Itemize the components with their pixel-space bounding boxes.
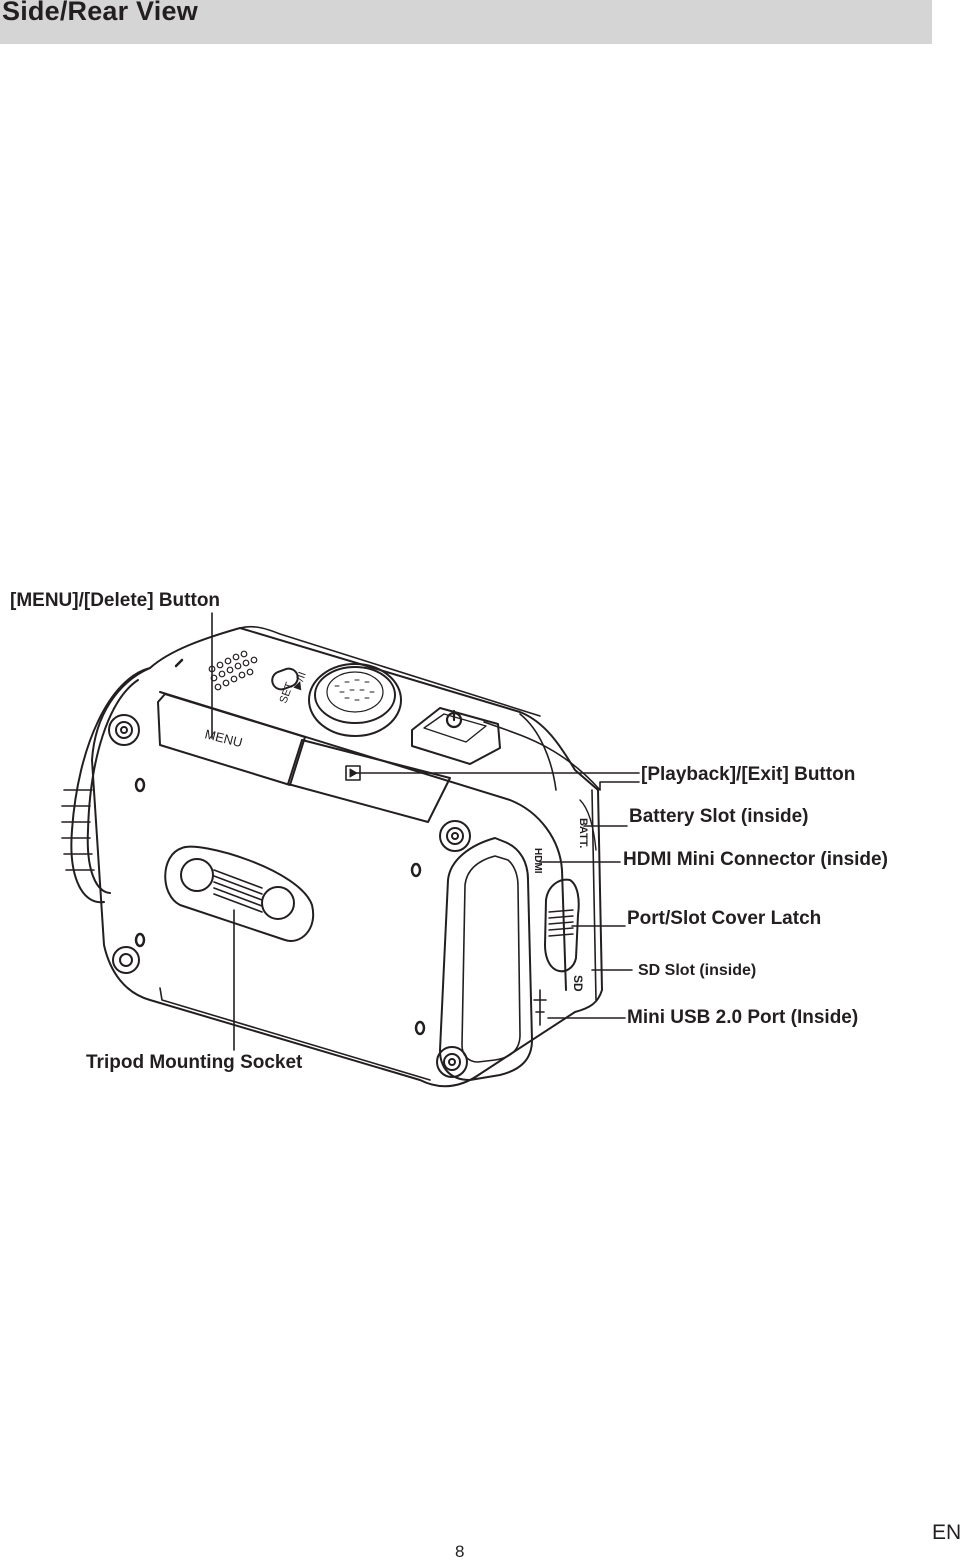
- camera-side-rear-diagram: BATT. HDMI SD MENU SET ▶/II: [61, 612, 640, 1088]
- section-title: Side/Rear View: [2, 0, 198, 26]
- screw-top-left: [108, 714, 140, 746]
- hdmi-port-label: HDMI: [532, 848, 543, 874]
- callout-menu-delete-button: [MENU]/[Delete] Button: [10, 590, 221, 611]
- usb-icon: [533, 989, 547, 1026]
- callout-battery-slot: Battery Slot (inside): [629, 806, 809, 827]
- screw-bottom-left: [112, 946, 140, 974]
- nav-key-label: ▶/II: [292, 670, 309, 691]
- side-panel: [439, 837, 533, 1081]
- screw-bottom-right: [436, 1046, 468, 1078]
- batt-port-label: BATT.: [577, 818, 589, 848]
- callout-mini-usb-port: Mini USB 2.0 Port (Inside): [627, 1007, 859, 1028]
- cover-latch: [544, 878, 580, 973]
- section-header-bar: Side/Rear View: [0, 0, 932, 44]
- callout-sd-slot: SD Slot (inside): [638, 962, 757, 979]
- nav-dial: [308, 663, 402, 737]
- menu-key: [157, 693, 306, 786]
- sd-port-label: SD: [571, 975, 585, 992]
- lens-barrel: [61, 667, 151, 904]
- camera-body: [91, 625, 603, 1088]
- language-tag: EN: [932, 1521, 962, 1544]
- callout-tripod-socket: Tripod Mounting Socket: [86, 1052, 303, 1073]
- speaker-grille: [208, 650, 258, 691]
- power-button: [411, 707, 501, 765]
- set-button: [271, 667, 299, 691]
- callout-cover-latch: Port/Slot Cover Latch: [627, 908, 822, 929]
- playback-key: [287, 739, 451, 823]
- leader-lines: [211, 612, 640, 1051]
- callout-hdmi-connector: HDMI Mini Connector (inside): [623, 849, 888, 870]
- vent-slots: [134, 777, 426, 1036]
- page-number: 8: [455, 1542, 465, 1561]
- menu-key-label: MENU: [203, 726, 244, 750]
- screw-right-mid: [439, 820, 471, 852]
- callout-playback-exit-button: [Playback]/[Exit] Button: [641, 764, 856, 785]
- tripod-socket: [164, 845, 315, 942]
